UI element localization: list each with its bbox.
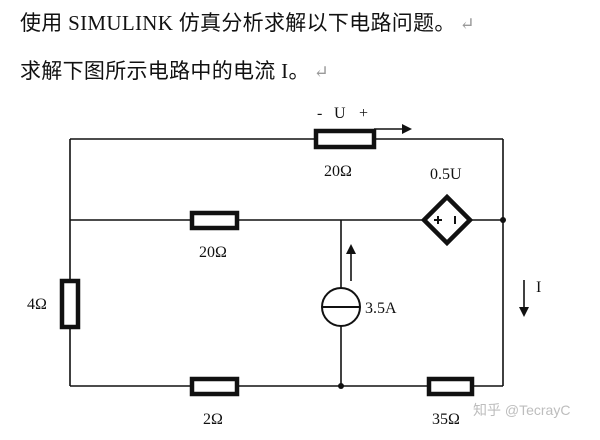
paragraph-mark-icon: ↵ bbox=[313, 62, 330, 82]
resistor-middle-20 bbox=[189, 210, 240, 231]
label-left-resistor: 4Ω bbox=[27, 296, 47, 313]
question-line-1: 使用 SIMULINK 仿真分析求解以下电路问题。↵ bbox=[20, 7, 475, 37]
label-voltage-plus: + bbox=[359, 105, 368, 122]
question-text-1: 使用 SIMULINK 仿真分析求解以下电路问题。 bbox=[20, 11, 456, 35]
label-dependent-source: 0.5U bbox=[430, 166, 462, 183]
junction-node bbox=[500, 217, 506, 223]
label-top-resistor: 20Ω bbox=[324, 163, 352, 180]
circuit-wires bbox=[69, 138, 504, 387]
watermark: 知乎 @TecrayC bbox=[473, 402, 570, 418]
resistor-left-4 bbox=[59, 278, 81, 330]
label-voltage-name: U bbox=[334, 105, 346, 122]
label-bottom-left-resistor: 2Ω bbox=[203, 411, 223, 428]
label-middle-resistor: 20Ω bbox=[199, 244, 227, 261]
label-current-name: I bbox=[536, 279, 541, 296]
resistor-bottom-35 bbox=[426, 376, 475, 397]
question-line-2: 求解下图所示电路中的电流 I。↵ bbox=[20, 55, 329, 85]
junction-node bbox=[338, 383, 344, 389]
current-source bbox=[321, 287, 361, 327]
label-current-source: 3.5A bbox=[365, 300, 397, 317]
paragraph-mark-icon: ↵ bbox=[459, 14, 476, 34]
label-bottom-right-resistor: 35Ω bbox=[432, 411, 460, 428]
dependent-voltage-source bbox=[420, 193, 474, 247]
question-text-2: 求解下图所示电路中的电流 I。 bbox=[20, 59, 310, 83]
resistor-bottom-2 bbox=[189, 376, 240, 397]
resistor-top-20 bbox=[313, 128, 377, 150]
label-voltage-minus: - bbox=[317, 105, 322, 122]
